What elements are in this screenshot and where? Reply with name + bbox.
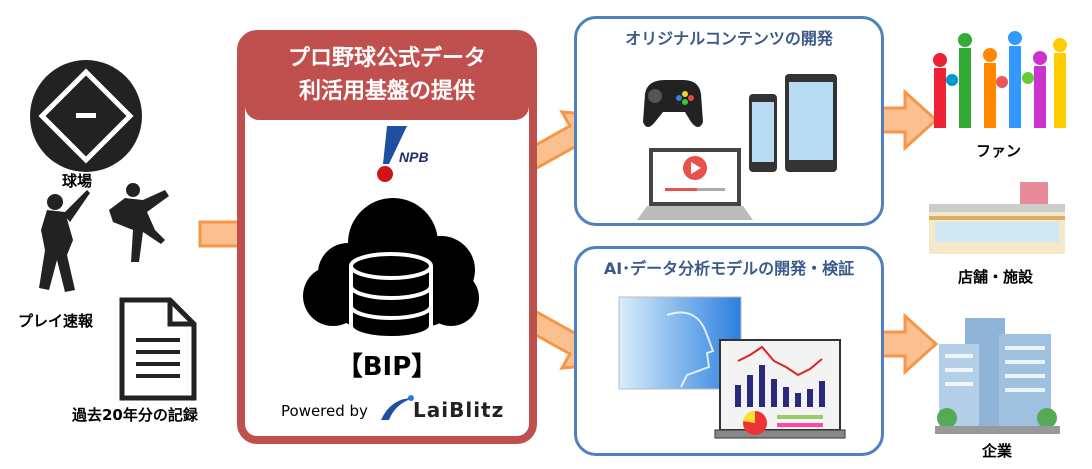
platform-name: 【BIP】 (336, 352, 438, 382)
platform-title-line2: 利活用基盤の提供 (298, 79, 475, 104)
platform-title-line1: プロ野球公式データ (287, 46, 486, 71)
platform-header: プロ野球公式データ 利活用基盤の提供 (245, 38, 529, 120)
npb-logo: NPB (377, 126, 429, 182)
platform-box: プロ野球公式データ 利活用基盤の提供 NPB 【BIP】 Powered by (237, 30, 537, 444)
companies-label: 企業 (982, 442, 1013, 460)
content-development-box: オリジナルコンテンツの開発 (574, 16, 884, 226)
devices-icon (637, 74, 837, 220)
laiblitz-logo: LaiBlitz (413, 398, 505, 422)
fans-label: ファン (976, 142, 1022, 160)
baseball-field-icon (30, 60, 142, 172)
powered-by-label: Powered by (281, 402, 368, 420)
svg-text:NPB: NPB (399, 149, 429, 165)
store-facility-icon (929, 182, 1065, 254)
ai-analysis-box: AI･データ分析モデルの開発・検証 (574, 246, 884, 456)
stadium-label: 球場 (62, 172, 93, 190)
document-icon (119, 297, 197, 401)
ai-analytics-icon (618, 296, 846, 439)
content-title: オリジナルコンテンツの開発 (625, 29, 833, 48)
laiblitz-swoosh-icon (381, 395, 414, 420)
fans-crowd-icon (933, 31, 1067, 128)
stores-label: 店舗・施設 (958, 268, 1034, 286)
players-silhouette-icon (39, 183, 169, 292)
ai-title: AI･データ分析モデルの開発・検証 (603, 259, 855, 278)
play-report-label: プレイ速報 (18, 312, 94, 330)
records-label: 過去20年分の記録 (72, 406, 198, 424)
office-buildings-icon (935, 318, 1060, 434)
cloud-database-icon (303, 198, 479, 340)
